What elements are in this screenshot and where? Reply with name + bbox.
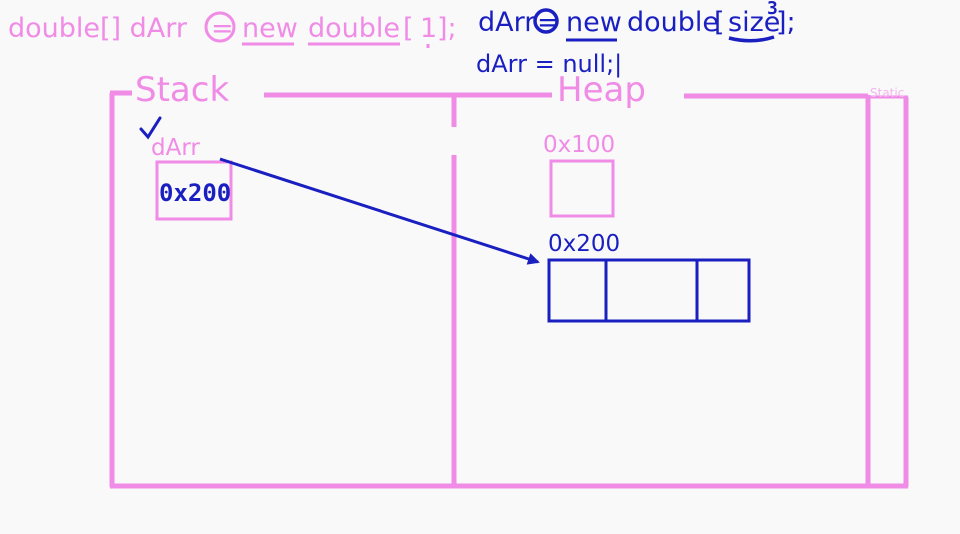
heap-label: Heap — [557, 70, 646, 110]
code-line-2-bracket-close: ]; — [776, 7, 796, 38]
code-line-2-size: size — [728, 7, 780, 38]
code-line-1-type: double — [308, 13, 400, 44]
new-object-address: 0x200 — [548, 231, 620, 257]
code-line-2-new: new — [566, 7, 622, 38]
old-array-box — [549, 159, 615, 218]
code-line-1: double[] dArr = new double [ 1 ]; — [8, 11, 457, 48]
code-line-3: dArr = null;| — [476, 50, 622, 78]
stack-label: Stack — [135, 70, 229, 110]
stack-var-name: dArr — [151, 135, 200, 161]
code-line-2-type: double — [627, 7, 719, 38]
code-line-1-assign: = — [211, 13, 234, 44]
check-mark-icon — [139, 116, 162, 140]
assign-circle-blue — [533, 8, 559, 34]
code-line-1-bracket-close: ]; — [437, 13, 457, 44]
static-label: Static — [870, 86, 904, 100]
memory-frames — [109, 90, 909, 489]
size-annotation: 3 — [767, 0, 778, 19]
code-line-1-new: new — [242, 13, 298, 44]
code-line-1-decl: double[] dArr — [8, 13, 188, 44]
stack-var-value: 0x200 — [159, 179, 231, 207]
code-line-1-bracket-open: [ — [403, 13, 414, 44]
assign-circle — [204, 11, 236, 43]
old-object-address: 0x100 — [543, 132, 615, 158]
code-line-2-assign: = — [537, 7, 560, 38]
code-line-2: dArr = new double [ size 3 ]; — [478, 0, 796, 43]
new-array-box — [547, 258, 751, 323]
reference-arrow — [219, 157, 540, 265]
code-line-2-var: dArr — [478, 7, 536, 38]
size-underline-blue — [728, 35, 775, 43]
stack-var-box — [155, 160, 233, 221]
code-line-1-size: 1 — [420, 13, 437, 44]
code-line-2-bracket-open: [ — [714, 7, 725, 38]
